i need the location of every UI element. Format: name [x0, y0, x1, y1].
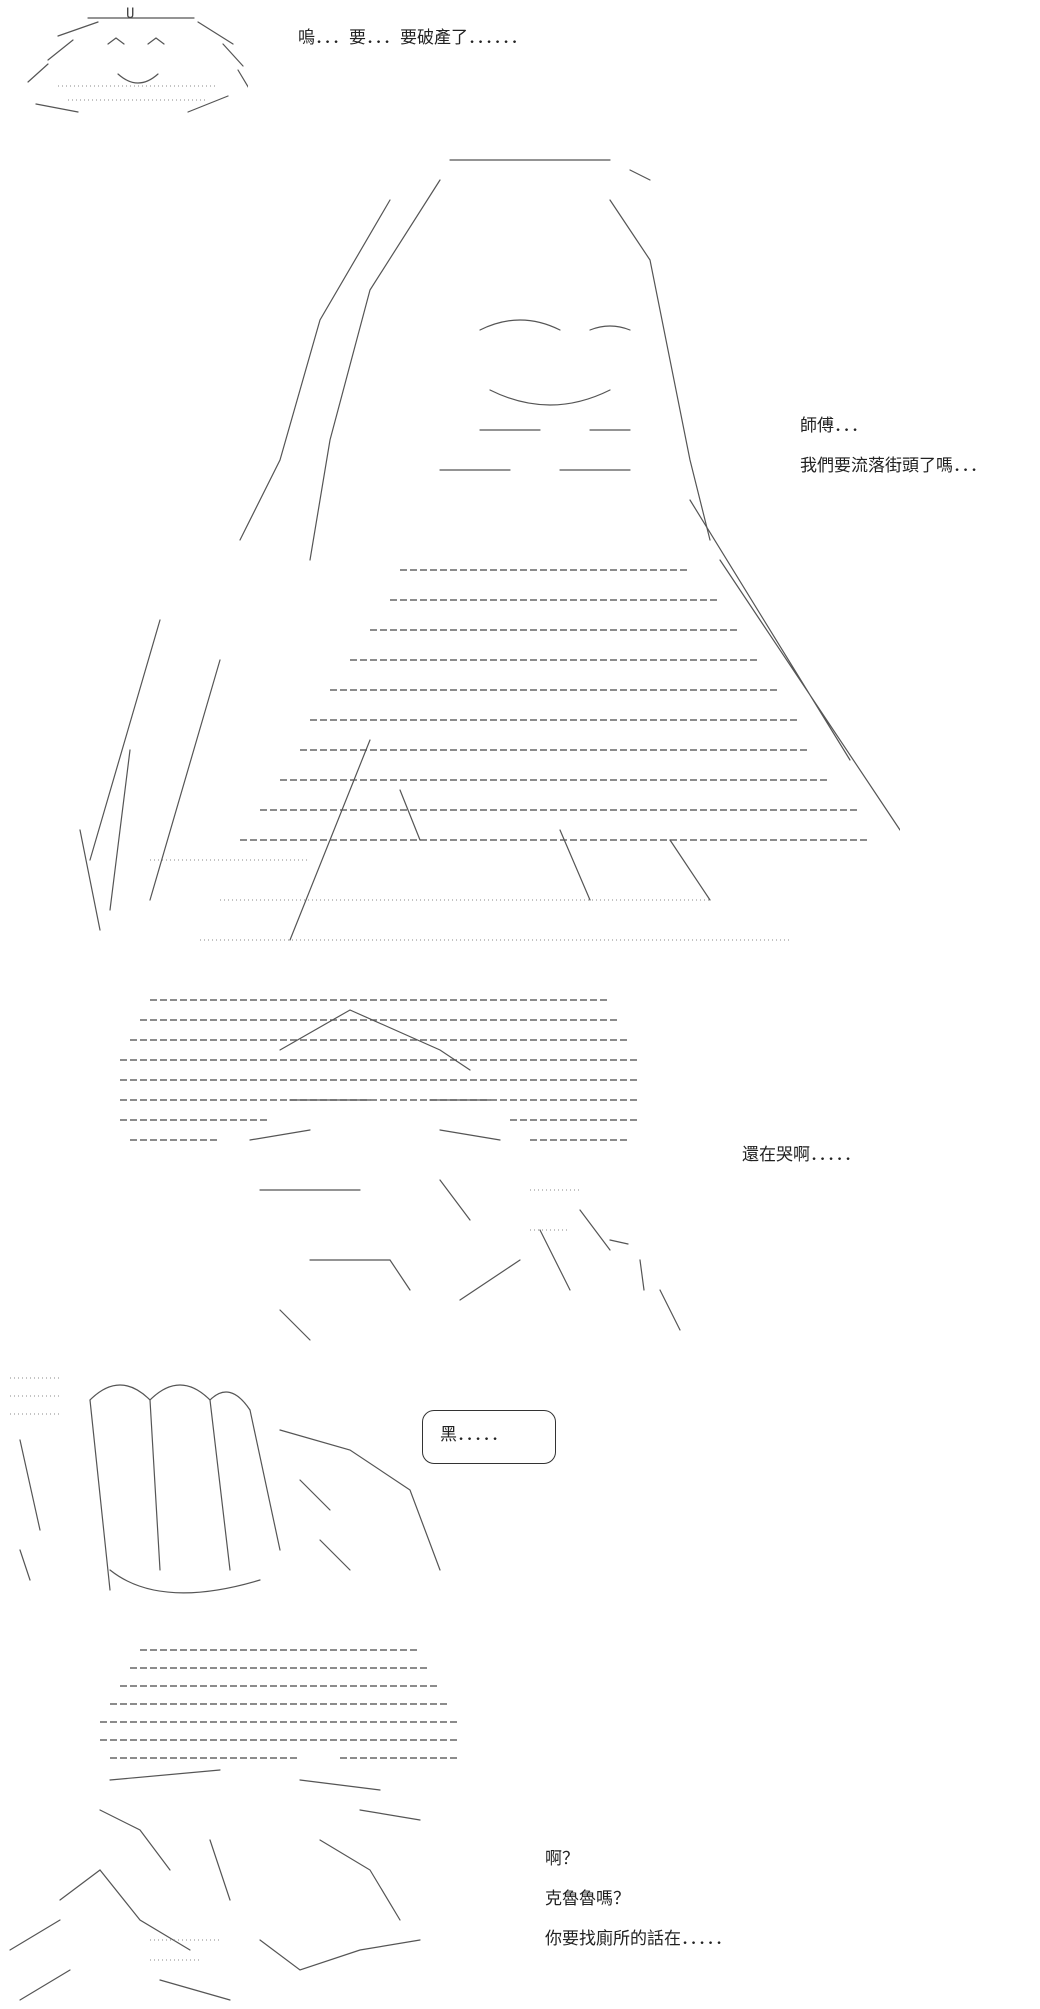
- dialog-line: 嗚．．．要．．．要破產了．．．．．．: [298, 28, 528, 48]
- dialog-line: 師傅．．．: [800, 416, 868, 436]
- dialog-line: 啊？: [545, 1849, 579, 1869]
- panel-2: 師傅．．． 我們要流落街頭了嗎．．．: [0, 140, 1040, 960]
- hooded-character-art: [0, 1640, 520, 2009]
- dialog-line: 黑．．．．．: [440, 1425, 508, 1445]
- panel-5: 啊？ 克魯魯嗎？ 你要找廁所的話在．．．．．: [0, 1640, 1040, 2009]
- crying-chibi-art: U: [18, 4, 248, 116]
- dialog-line: 我們要流落街頭了嗎．．．: [800, 456, 987, 476]
- panel-4: 黑．．．．．: [0, 1370, 1040, 1610]
- fist-art: [0, 1370, 470, 1610]
- crying-face-art: [110, 990, 710, 1350]
- long-hair-character-art: [70, 140, 900, 960]
- dialog-line: 克魯魯嗎？: [545, 1889, 630, 1909]
- panel-3: 還在哭啊．．．．．: [0, 990, 1040, 1350]
- panel-1: U 嗚．．．要．．．要破產了．．．．．．: [0, 0, 1040, 120]
- dialog-line: 還在哭啊．．．．．: [742, 1145, 861, 1165]
- speech-bubble: [422, 1410, 556, 1464]
- dialog-line: 你要找廁所的話在．．．．．: [545, 1929, 732, 1949]
- svg-text:U: U: [126, 6, 134, 22]
